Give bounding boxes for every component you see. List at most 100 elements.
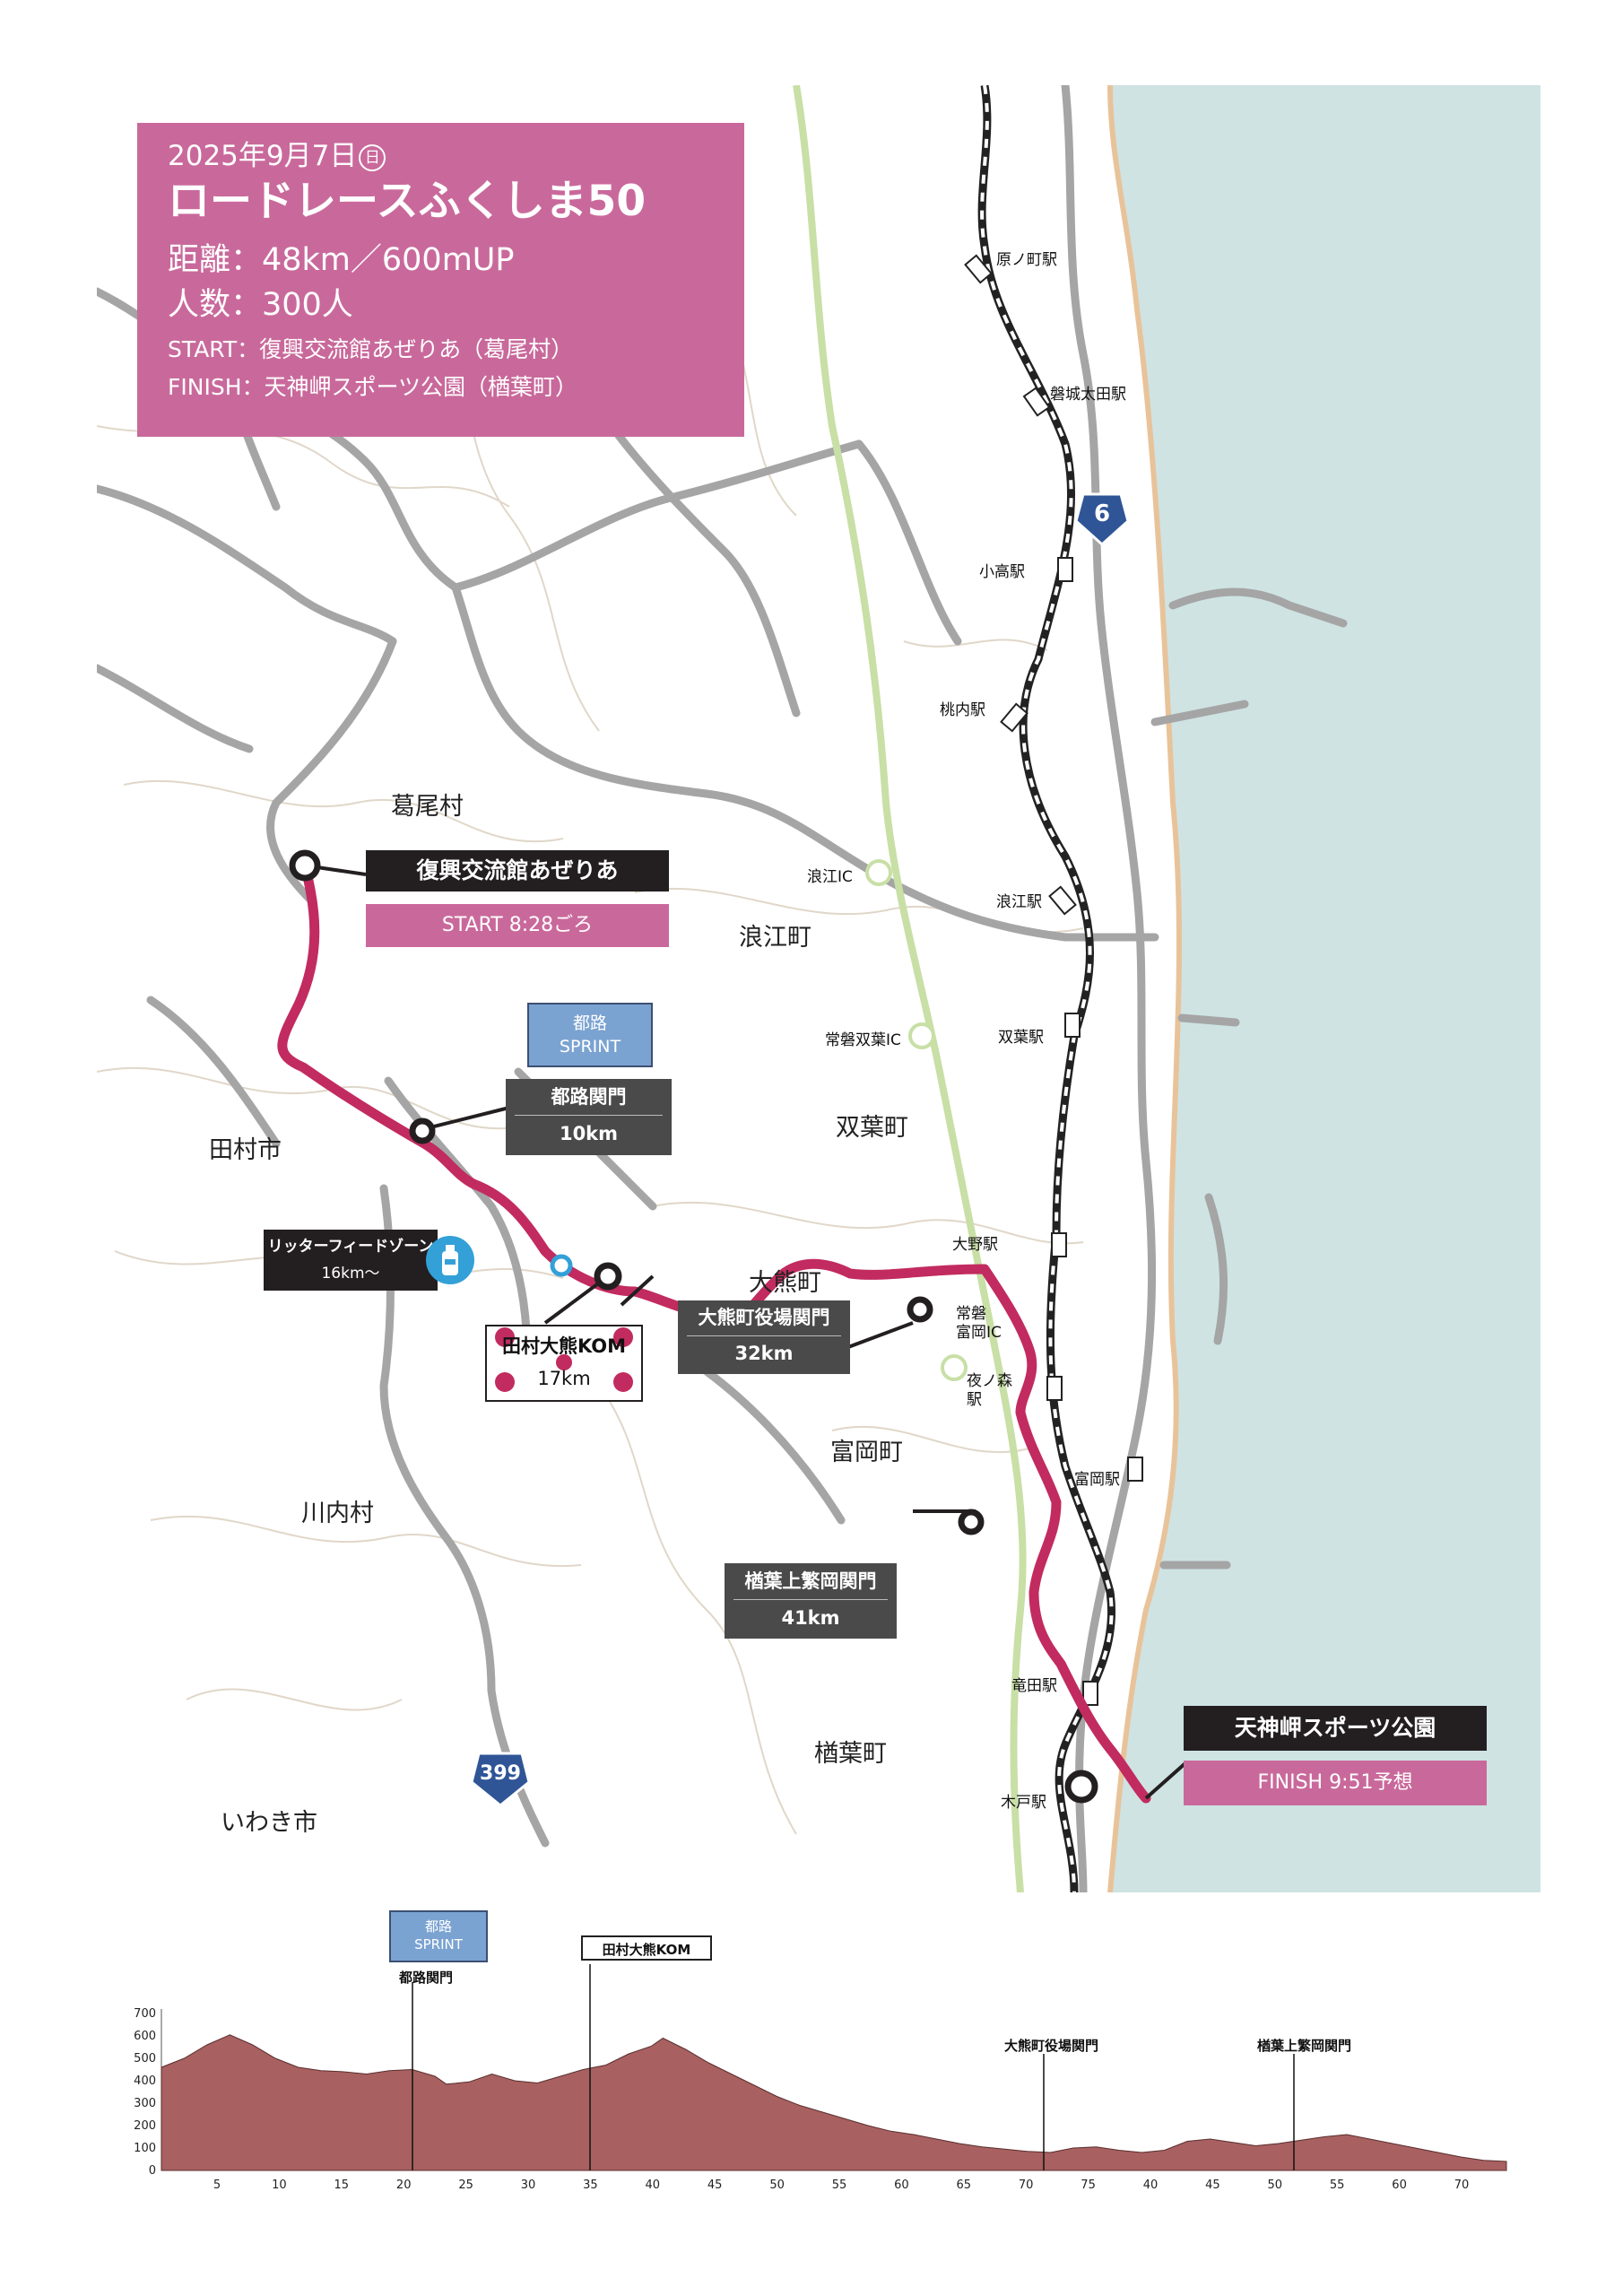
y-tick-label: 300 xyxy=(134,2097,156,2110)
station-tatsuta: 竜田駅 xyxy=(1011,1677,1057,1695)
finish-point xyxy=(1064,1770,1098,1804)
x-tick-label: 40 xyxy=(646,2179,661,2192)
x-tick-label: 20 xyxy=(396,2179,412,2192)
race-day-mark: 日 xyxy=(359,144,386,171)
station-tomioka: 富岡駅 xyxy=(1074,1471,1120,1489)
place-futaba: 双葉町 xyxy=(836,1114,908,1142)
okuma-gate-name: 大熊町役場関門 xyxy=(698,1307,830,1328)
station-namie: 浪江駅 xyxy=(996,893,1042,911)
miyakoji-gate-name: 都路関門 xyxy=(551,1086,627,1108)
kom-label: 田村大熊KOM 17km xyxy=(485,1325,643,1402)
sprint-tag-line1: 都路 xyxy=(572,1013,607,1033)
naraha-gate-km: 41km xyxy=(781,1607,840,1629)
finish-name-label: 天神岬スポーツ公園 xyxy=(1184,1706,1487,1751)
place-okuma: 大熊町 xyxy=(749,1269,821,1297)
x-tick-label: 50 xyxy=(1268,2179,1283,2192)
feed-zone-name: リッターフィードゾーン xyxy=(267,1238,434,1256)
race-title: ロードレースふくしま50 xyxy=(168,177,647,226)
feed-zone-label: リッターフィードゾーン 16km〜 xyxy=(264,1230,438,1291)
profile-sprint-line1: 都路 xyxy=(424,1918,452,1935)
y-tick-label: 400 xyxy=(134,2074,156,2088)
sea xyxy=(1110,85,1541,1892)
elevation-area xyxy=(161,2034,1507,2171)
place-katsurao: 葛尾村 xyxy=(391,793,464,821)
profile-sprint-line2: SPRINT xyxy=(414,1936,463,1952)
place-tomioka: 富岡町 xyxy=(830,1439,903,1466)
x-tick-label: 65 xyxy=(957,2179,972,2192)
x-tick-label: 70 xyxy=(1019,2179,1034,2192)
station-iwakiota: 磐城太田駅 xyxy=(1050,386,1126,404)
race-finish: FINISH：天神岬スポーツ公園（楢葉町） xyxy=(168,374,577,400)
route-6-shield xyxy=(1074,492,1130,547)
course-map: 6 399 葛尾村 浪江町 双葉町 田村市 大熊町 富岡町 川内村 楢葉町 いわ… xyxy=(97,85,1541,1892)
x-tick-label: 5 xyxy=(213,2179,221,2192)
place-tamura: 田村市 xyxy=(209,1136,282,1164)
ic-joban-futaba: 常磐双葉IC xyxy=(825,1031,901,1049)
x-tick-label: 55 xyxy=(832,2179,847,2192)
station-ono: 大野駅 xyxy=(952,1236,998,1254)
finish-time-label: FINISH 9:51予想 xyxy=(1184,1761,1487,1805)
race-participants: 人数：300人 xyxy=(168,287,353,323)
y-tick-label: 600 xyxy=(134,2030,156,2043)
race-distance: 距離：48km／600mUP xyxy=(168,242,515,278)
race-info-box: 2025年9月7日日 ロードレースふくしま50 距離：48km／600mUP 人… xyxy=(137,123,744,437)
race-course xyxy=(277,860,1151,1804)
coastline xyxy=(1107,85,1183,1892)
y-tick-label: 100 xyxy=(134,2142,156,2155)
start-point xyxy=(289,849,321,882)
y-tick-label: 500 xyxy=(134,2052,156,2066)
kom-polka-dots xyxy=(495,1327,633,1392)
station-yonomori: 夜ノ森 駅 xyxy=(967,1372,1012,1409)
x-tick-label: 25 xyxy=(458,2179,473,2192)
ic-namie: 浪江IC xyxy=(807,868,853,886)
x-tick-label: 40 xyxy=(1143,2179,1159,2192)
station-futaba: 双葉駅 xyxy=(998,1029,1044,1047)
profile-naraha-gate: 楢葉上繁岡関門 xyxy=(1257,2038,1352,2054)
station-momouchi: 桃内駅 xyxy=(940,701,985,719)
kom-km: 17km xyxy=(537,1368,591,1389)
sprint-tag-line2: SPRINT xyxy=(559,1037,621,1057)
x-tick-label: 75 xyxy=(1081,2179,1096,2192)
naraha-gate-label: 楢葉上繁岡関門 41km xyxy=(725,1563,897,1639)
miyakoji-gate-label: 都路関門 10km xyxy=(506,1079,672,1155)
okuma-gate-label: 大熊町役場関門 32km xyxy=(678,1300,850,1374)
place-kawauchi: 川内村 xyxy=(301,1500,374,1527)
x-tick-label: 50 xyxy=(769,2179,785,2192)
sprint-tag: 都路 SPRINT xyxy=(527,1003,653,1067)
joban-expressway xyxy=(793,85,1027,1892)
y-tick-label: 700 xyxy=(134,2007,156,2021)
x-tick-label: 70 xyxy=(1454,2179,1470,2192)
kom-name: 田村大熊KOM xyxy=(501,1335,627,1357)
y-tick-label: 200 xyxy=(134,2119,156,2133)
x-tick-label: 55 xyxy=(1330,2179,1345,2192)
ic-joban-tomioka: 常磐 富岡IC xyxy=(956,1305,1002,1342)
x-tick-label: 60 xyxy=(1392,2179,1407,2192)
route-6-label: 6 xyxy=(1093,500,1111,527)
y-tick-label: 0 xyxy=(149,2164,156,2178)
station-kido: 木戸駅 xyxy=(1001,1794,1046,1812)
x-tick-label: 45 xyxy=(707,2179,723,2192)
miyakoji-gate-km: 10km xyxy=(559,1123,619,1144)
x-tick-label: 45 xyxy=(1205,2179,1220,2192)
start-time-label: START 8:28ごろ xyxy=(366,904,669,947)
place-iwaki: いわき市 xyxy=(221,1809,317,1837)
race-start: START：復興交流館あぜりあ（葛尾村） xyxy=(168,336,574,362)
x-tick-label: 30 xyxy=(521,2179,536,2192)
start-name-label: 復興交流館あぜりあ xyxy=(366,850,669,891)
feed-zone-point xyxy=(550,1254,573,1277)
profile-kom: 田村大熊KOM xyxy=(581,1935,712,1961)
naraha-gate-name: 楢葉上繁岡関門 xyxy=(744,1570,877,1592)
route-399-shield xyxy=(470,1752,531,1807)
x-tick-label: 60 xyxy=(894,2179,909,2192)
profile-okuma-gate: 大熊町役場関門 xyxy=(1004,2038,1099,2054)
station-haranomachi: 原ノ町駅 xyxy=(996,251,1057,269)
race-date-row: 2025年9月7日日 xyxy=(168,139,744,173)
profile-sprint-gate: 都路関門 xyxy=(399,1970,454,1986)
profile-sprint-tag: 都路 SPRINT xyxy=(389,1910,488,1962)
place-naraha: 楢葉町 xyxy=(814,1740,887,1768)
bottle-icon xyxy=(426,1236,474,1284)
station-odaka: 小高駅 xyxy=(979,563,1025,581)
race-date: 2025年9月7日 xyxy=(168,140,358,172)
